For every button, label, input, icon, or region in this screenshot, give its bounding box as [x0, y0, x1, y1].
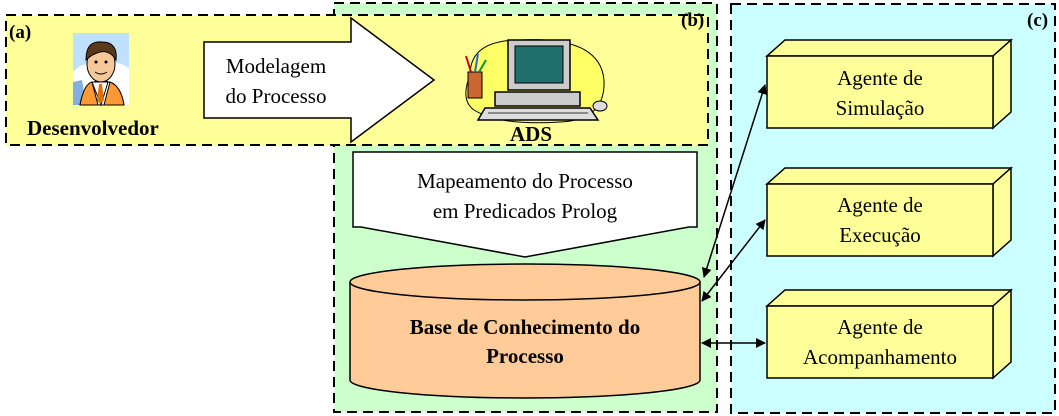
developer-label: Desenvolvedor	[27, 116, 159, 140]
panel-b-tag: (b)	[681, 10, 704, 31]
ads-label: ADS	[510, 122, 552, 146]
kb-line1: Base de Conhecimento do	[410, 315, 640, 339]
agent-simulacao-line1: Agente de	[837, 66, 923, 90]
connector-execucao	[701, 219, 766, 302]
kb-line2: Processo	[486, 344, 564, 368]
mapeamento-line1: Mapeamento do Processo	[417, 169, 633, 193]
agent-simulacao-line2: Simulação	[836, 96, 925, 120]
panel-a-tag: (a)	[9, 22, 31, 43]
mapeamento-line2: em Predicados Prolog	[433, 199, 618, 223]
modelagem-arrow	[203, 16, 436, 144]
agent-box-execucao	[765, 166, 1013, 258]
agent-execucao-line1: Agente de	[837, 193, 923, 217]
agent-acompanhamento-line2: Acompanhamento	[803, 345, 957, 369]
modelagem-line2: do Processo	[226, 84, 327, 108]
agent-acompanhamento-line1: Agente de	[837, 315, 923, 339]
modelagem-line1: Modelagem	[226, 54, 326, 78]
agent-box-simulacao	[765, 38, 1013, 130]
panel-c-tag: (c)	[1027, 10, 1048, 31]
agent-box-acompanhamento	[765, 288, 1013, 380]
computer-icon	[465, 39, 608, 124]
businessman-icon	[73, 33, 129, 107]
knowledge-base-cylinder	[349, 263, 701, 399]
mapeamento-arrow	[352, 151, 698, 258]
agent-execucao-line2: Execução	[839, 223, 921, 247]
